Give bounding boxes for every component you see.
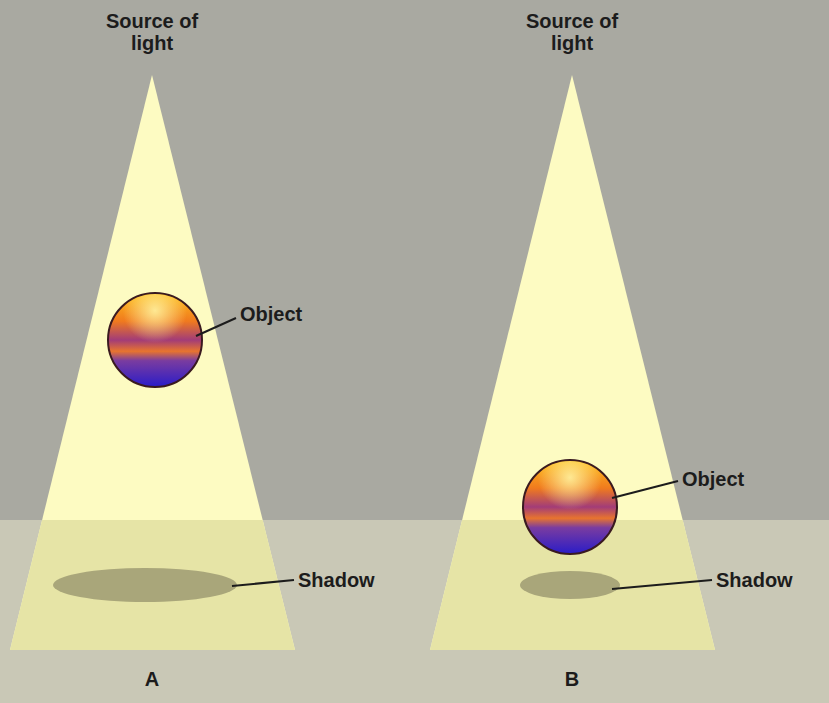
light-cone <box>430 75 715 650</box>
object-sphere <box>108 293 202 387</box>
light-source-label: Source of light <box>517 10 627 54</box>
light-cone-floor <box>10 520 295 650</box>
light-cone-floor <box>430 520 715 650</box>
shadow-ellipse <box>53 568 237 602</box>
shadow-ellipse <box>520 571 620 599</box>
part-label: Object <box>682 468 744 490</box>
leader-line <box>196 318 236 336</box>
part-label: Shadow <box>716 569 793 591</box>
leader-line <box>232 580 294 586</box>
part-label: Shadow <box>298 569 375 591</box>
leader-line <box>612 580 712 589</box>
leader-line <box>612 481 678 498</box>
sphere-highlight <box>524 461 616 553</box>
panel-letter: A <box>145 668 159 690</box>
part-label: Object <box>240 303 302 325</box>
light-cone <box>10 75 295 650</box>
light-source-label: Source of light <box>97 10 207 54</box>
object-sphere <box>523 460 617 554</box>
panel-letter: B <box>565 668 579 690</box>
sphere-highlight <box>109 294 201 386</box>
